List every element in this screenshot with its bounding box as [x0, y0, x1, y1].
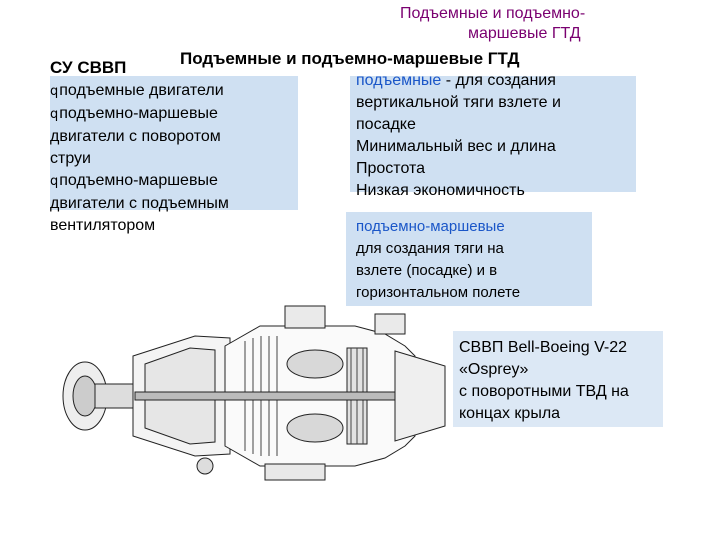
slide-header-line2: маршевые ГТД — [468, 25, 581, 42]
bullet-icon: q — [50, 84, 59, 99]
list-item-continuation: двигатели с поворотом — [50, 128, 221, 145]
engine-type-list: qподъемные двигатели qподъемно-маршевые … — [50, 80, 300, 237]
lift-cruise-text: подъемно-маршевые для создания тяги на в… — [356, 216, 590, 304]
bullet-icon: q — [50, 174, 59, 189]
lift-engines-box — [350, 76, 636, 192]
slide-header-line1: Подъемные и подъемно- — [400, 5, 586, 22]
list-item-continuation: струи — [50, 150, 91, 167]
aircraft-caption-box — [453, 331, 663, 427]
lift-engines-term: подъемные — [356, 72, 442, 89]
left-list-background — [50, 76, 298, 210]
list-item-continuation: вентилятором — [50, 217, 156, 234]
main-title: Подъемные и подъемно-маршевые ГТД — [180, 49, 520, 68]
su-label: СУ СВВП — [50, 58, 127, 77]
slide-header: Подъемные и подъемно- маршевые ГТД — [400, 4, 700, 44]
lift-cruise-term: подъемно-маршевые — [356, 218, 505, 235]
turboshaft-engine-icon — [62, 305, 446, 481]
lift-engines-text: подъемные - для создания вертикальной тя… — [356, 72, 561, 199]
list-item: qподъемно-маршевые — [50, 105, 218, 122]
lift-cruise-box — [346, 212, 592, 306]
list-item-continuation: двигатели с подъемным — [50, 195, 229, 212]
list-item: qподъемно-маршевые — [50, 172, 218, 189]
aircraft-caption-text: СВВП Bell-Boeing V-22 «Osprey» с поворот… — [459, 339, 629, 422]
list-item: qподъемные двигатели — [50, 82, 224, 99]
bullet-icon: q — [50, 107, 59, 122]
